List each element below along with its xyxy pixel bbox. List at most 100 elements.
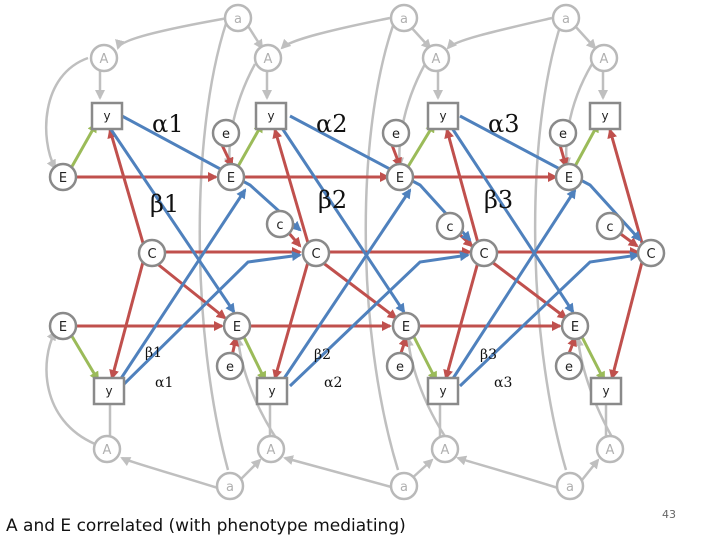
- label-beta3-top: β3: [484, 186, 513, 214]
- node-A-bottom-4: A: [595, 434, 625, 464]
- node-E-bottom-2: E: [222, 311, 252, 341]
- label-beta1-top: β1: [150, 190, 179, 218]
- page-number: 43: [662, 508, 676, 521]
- node-E-top-1: E: [48, 162, 78, 192]
- svg-text:y: y: [103, 109, 110, 123]
- svg-text:E: E: [233, 320, 241, 335]
- svg-text:A: A: [267, 443, 276, 458]
- label-alpha2-top: α2: [316, 110, 347, 138]
- svg-text:C: C: [479, 247, 488, 262]
- node-c-1: c: [265, 209, 295, 239]
- svg-text:C: C: [311, 247, 320, 262]
- node-C-1: C: [137, 238, 167, 268]
- node-a-bottom-2: a: [389, 471, 419, 501]
- node-E-top-4: E: [554, 162, 584, 192]
- node-y-top-1: y: [90, 101, 124, 131]
- svg-text:e: e: [559, 127, 567, 142]
- svg-text:E: E: [565, 171, 573, 186]
- svg-text:A: A: [103, 443, 112, 458]
- svg-text:E: E: [571, 320, 579, 335]
- svg-text:y: y: [602, 384, 609, 398]
- node-y-bottom-3: y: [426, 376, 460, 406]
- svg-text:C: C: [646, 247, 655, 262]
- svg-text:E: E: [402, 320, 410, 335]
- label-alpha1-bottom: α1: [155, 375, 173, 391]
- node-A-bottom-3: A: [430, 434, 460, 464]
- node-a-bottom-3: a: [555, 471, 585, 501]
- svg-text:A: A: [441, 443, 450, 458]
- svg-text:y: y: [105, 384, 112, 398]
- svg-text:a: a: [566, 480, 574, 495]
- svg-text:a: a: [226, 480, 234, 495]
- node-a-top-3: a: [551, 3, 581, 33]
- slide-caption: A and E correlated (with phenotype media…: [6, 516, 406, 536]
- node-e-top-3: e: [548, 118, 578, 148]
- node-c-2: c: [435, 211, 465, 241]
- svg-text:e: e: [222, 127, 230, 142]
- label-alpha3-bottom: α3: [494, 375, 512, 391]
- node-C-2: C: [301, 238, 331, 268]
- svg-text:a: a: [562, 12, 570, 27]
- node-y-bottom-2: y: [255, 376, 289, 406]
- svg-text:C: C: [147, 247, 156, 262]
- node-A-top-2: A: [253, 43, 283, 73]
- node-e-bottom-1: e: [215, 351, 245, 381]
- svg-text:E: E: [59, 320, 67, 335]
- svg-text:E: E: [396, 171, 404, 186]
- node-y-top-3: y: [426, 101, 460, 131]
- node-e-top-1: e: [211, 118, 241, 148]
- node-A-bottom-1: A: [92, 434, 122, 464]
- label-beta1-bottom: β1: [145, 345, 162, 361]
- node-e-bottom-3: e: [554, 351, 584, 381]
- node-a-top-1: a: [223, 3, 253, 33]
- svg-text:c: c: [446, 220, 453, 235]
- node-E-bottom-1: E: [48, 311, 78, 341]
- node-A-top-3: A: [421, 43, 451, 73]
- label-alpha2-bottom: α2: [324, 375, 342, 391]
- svg-text:y: y: [267, 109, 274, 123]
- svg-text:E: E: [227, 171, 235, 186]
- node-e-bottom-2: e: [385, 351, 415, 381]
- node-C-4: C: [636, 238, 666, 268]
- node-a-bottom-1: a: [215, 471, 245, 501]
- label-beta2-top: β2: [318, 186, 347, 214]
- svg-text:c: c: [276, 218, 283, 233]
- svg-text:e: e: [226, 360, 234, 375]
- label-alpha1-top: α1: [152, 110, 183, 138]
- node-y-bottom-4: y: [589, 376, 623, 406]
- label-beta2-bottom: β2: [314, 347, 331, 363]
- node-A-bottom-2: A: [256, 434, 286, 464]
- node-E-top-3: E: [385, 162, 415, 192]
- node-A-top-1: A: [89, 43, 119, 73]
- node-E-bottom-3: E: [391, 311, 421, 341]
- svg-text:A: A: [432, 52, 441, 67]
- svg-text:A: A: [264, 52, 273, 67]
- svg-text:E: E: [59, 171, 67, 186]
- node-e-top-2: e: [381, 118, 411, 148]
- node-C-3: C: [469, 238, 499, 268]
- label-beta3-bottom: β3: [480, 347, 497, 363]
- node-y-top-4: y: [588, 101, 622, 131]
- label-alpha3-top: α3: [488, 110, 519, 138]
- svg-text:y: y: [268, 384, 275, 398]
- node-E-top-2: E: [216, 162, 246, 192]
- svg-text:a: a: [400, 480, 408, 495]
- svg-text:A: A: [600, 52, 609, 67]
- node-E-bottom-4: E: [560, 311, 590, 341]
- svg-text:y: y: [601, 109, 608, 123]
- svg-text:c: c: [606, 220, 613, 235]
- svg-text:e: e: [392, 127, 400, 142]
- svg-text:A: A: [606, 443, 615, 458]
- svg-text:A: A: [100, 52, 109, 67]
- node-a-top-2: a: [389, 3, 419, 33]
- svg-text:e: e: [396, 360, 404, 375]
- node-y-bottom-1: y: [92, 376, 126, 406]
- svg-text:y: y: [439, 109, 446, 123]
- green-paths: [68, 122, 606, 382]
- node-A-top-4: A: [589, 43, 619, 73]
- svg-text:e: e: [565, 360, 573, 375]
- node-y-top-2: y: [254, 101, 288, 131]
- node-c-3: c: [595, 211, 625, 241]
- svg-text:a: a: [234, 12, 242, 27]
